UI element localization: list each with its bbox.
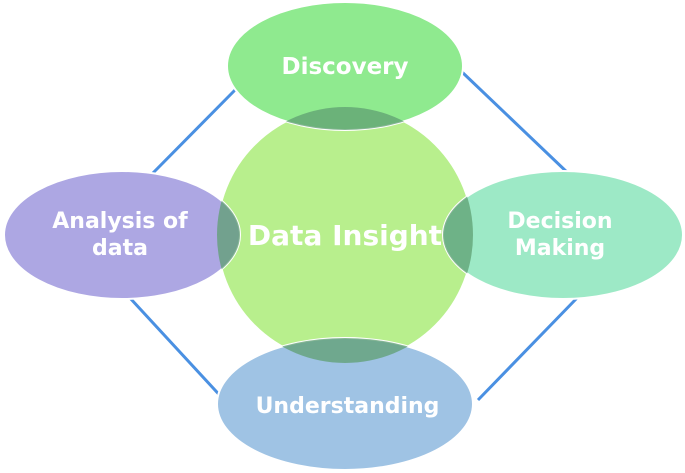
node-analysis-of-data [3,170,241,300]
center-circle [216,106,474,364]
connector-left-top [148,85,240,178]
node-decision-making [442,170,684,300]
connector-top-right [460,70,572,177]
connector-right-bottom [476,296,579,402]
connector-bottom-left [128,296,228,404]
